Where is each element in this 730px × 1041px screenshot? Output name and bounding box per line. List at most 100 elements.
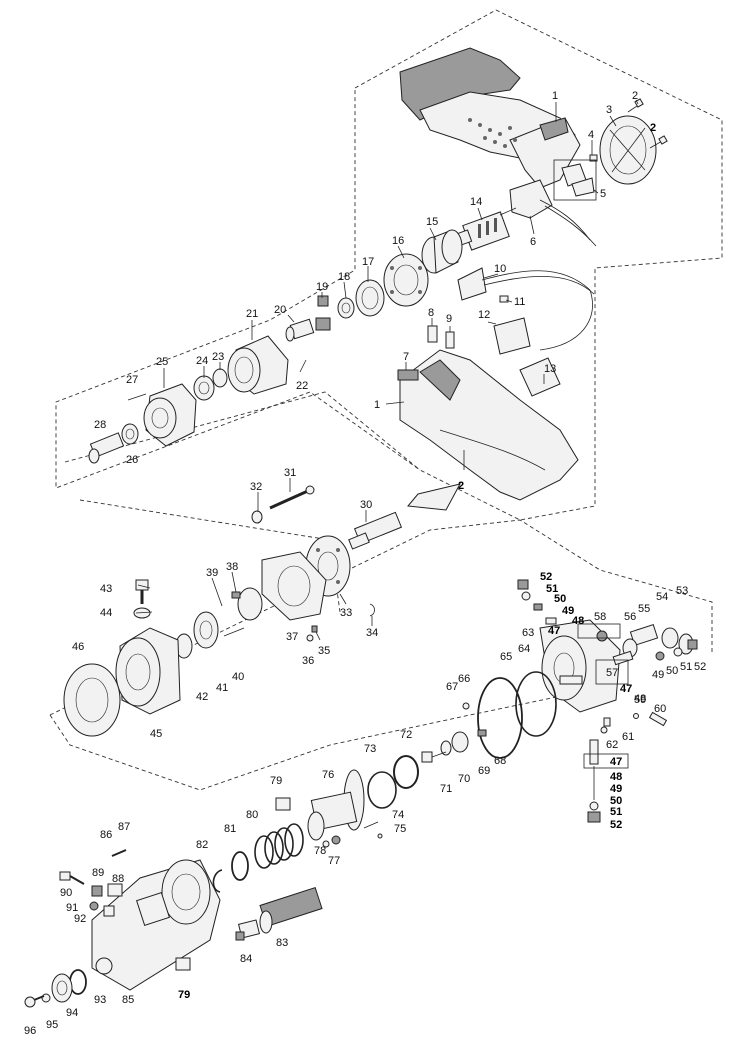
part-39 [231, 591, 241, 599]
label-91: 91 [66, 902, 78, 914]
part-61 [603, 717, 611, 727]
label-49-right: 49 [652, 669, 664, 681]
label-76: 76 [322, 769, 334, 781]
label-16: 16 [392, 235, 404, 247]
screw-part-96 [24, 995, 45, 1008]
gear-housing-part-21 [227, 335, 289, 395]
plug-part-52-bottom [587, 811, 601, 823]
label-79-top: 79 [270, 775, 282, 787]
label-94: 94 [66, 1007, 78, 1019]
part-95 [41, 993, 51, 1003]
cap-part-94 [51, 973, 73, 1003]
part-40-screw [223, 627, 245, 637]
bolt-part-43 [135, 579, 149, 604]
part-51-bottom [589, 801, 599, 811]
part-69 [451, 731, 469, 753]
part-68 [477, 729, 487, 737]
label-49-bottom: 49 [610, 783, 622, 795]
label-47-bottom: 47 [610, 756, 622, 768]
label-3: 3 [606, 104, 612, 116]
part-67 [462, 702, 470, 710]
part-59 [633, 713, 639, 719]
part-11 [499, 295, 509, 303]
label-17: 17 [362, 256, 374, 268]
label-54: 54 [656, 591, 668, 603]
label-41: 41 [216, 682, 228, 694]
pinion-part-20 [285, 318, 315, 342]
label-74: 74 [392, 809, 404, 821]
label-20: 20 [274, 304, 286, 316]
label-49-top: 49 [562, 605, 574, 617]
label-65: 65 [500, 651, 512, 663]
screw-part-90 [59, 871, 85, 885]
label-11: 11 [514, 296, 525, 308]
label-64: 64 [518, 643, 530, 655]
plate-part-37 [261, 551, 327, 621]
part-84 [235, 919, 261, 941]
label-48-right: 48 [634, 693, 646, 705]
label-25: 25 [156, 356, 168, 368]
block-part-88 [107, 883, 123, 897]
label-52-top: 52 [540, 571, 552, 583]
filter-part-83 [259, 886, 323, 934]
label-46: 46 [72, 641, 84, 653]
label-86: 86 [100, 829, 112, 841]
label-89: 89 [92, 867, 104, 879]
shaft-part-28 [88, 432, 125, 464]
part-77 [331, 835, 341, 845]
label-87: 87 [118, 821, 130, 833]
switch-part-5 [553, 159, 597, 201]
part-4-clip [589, 154, 598, 162]
part-47-bottom [589, 739, 599, 765]
ring-part-23 [212, 368, 228, 388]
ring-part-38 [237, 587, 263, 621]
label-70: 70 [458, 773, 470, 785]
label-59: 59 [634, 694, 646, 706]
label-5: 5 [600, 188, 606, 200]
label-4: 4 [588, 129, 594, 141]
sleeve-part-15 [421, 229, 463, 274]
valve-body-part-63 [539, 619, 621, 713]
label-47-top: 47 [548, 625, 560, 637]
label-95: 95 [46, 1019, 58, 1031]
part-70 [440, 740, 452, 756]
label-93: 93 [94, 994, 106, 1006]
label-50-bottom: 50 [610, 795, 622, 807]
oring-part-65 [515, 671, 557, 737]
part-58 [596, 630, 608, 642]
stator-part-16 [383, 253, 429, 307]
label-72: 72 [400, 729, 412, 741]
part-8 [427, 325, 438, 343]
label-80: 80 [246, 809, 258, 821]
valve-stem [559, 675, 583, 685]
label-2-bold: 2 [650, 122, 656, 134]
label-24: 24 [196, 355, 208, 367]
part-51-top [521, 591, 531, 601]
label-43: 43 [100, 583, 112, 595]
part-71 [421, 751, 447, 763]
label-27: 27 [126, 374, 138, 386]
label-2-lower: 2 [458, 480, 464, 492]
label-10: 10 [494, 263, 506, 275]
label-28: 28 [94, 419, 106, 431]
part-36 [306, 634, 314, 642]
plug-part-52-top [517, 579, 529, 590]
label-48-top: 48 [572, 615, 584, 627]
label-66: 66 [458, 673, 470, 685]
label-40: 40 [232, 671, 244, 683]
hammer-case-part-45 [115, 627, 181, 715]
label-81: 81 [224, 823, 236, 835]
label-51-bottom: 51 [610, 806, 622, 818]
screw-part-27 [127, 393, 147, 401]
screw-part-22 [299, 359, 307, 373]
label-51-right: 51 [680, 661, 692, 673]
label-88: 88 [112, 873, 124, 885]
label-32: 32 [250, 481, 262, 493]
label-6: 6 [530, 236, 536, 248]
part-51-right [673, 647, 683, 657]
label-92: 92 [74, 913, 86, 925]
label-83: 83 [276, 937, 288, 949]
part-60 [648, 711, 668, 727]
label-85: 85 [122, 994, 134, 1006]
